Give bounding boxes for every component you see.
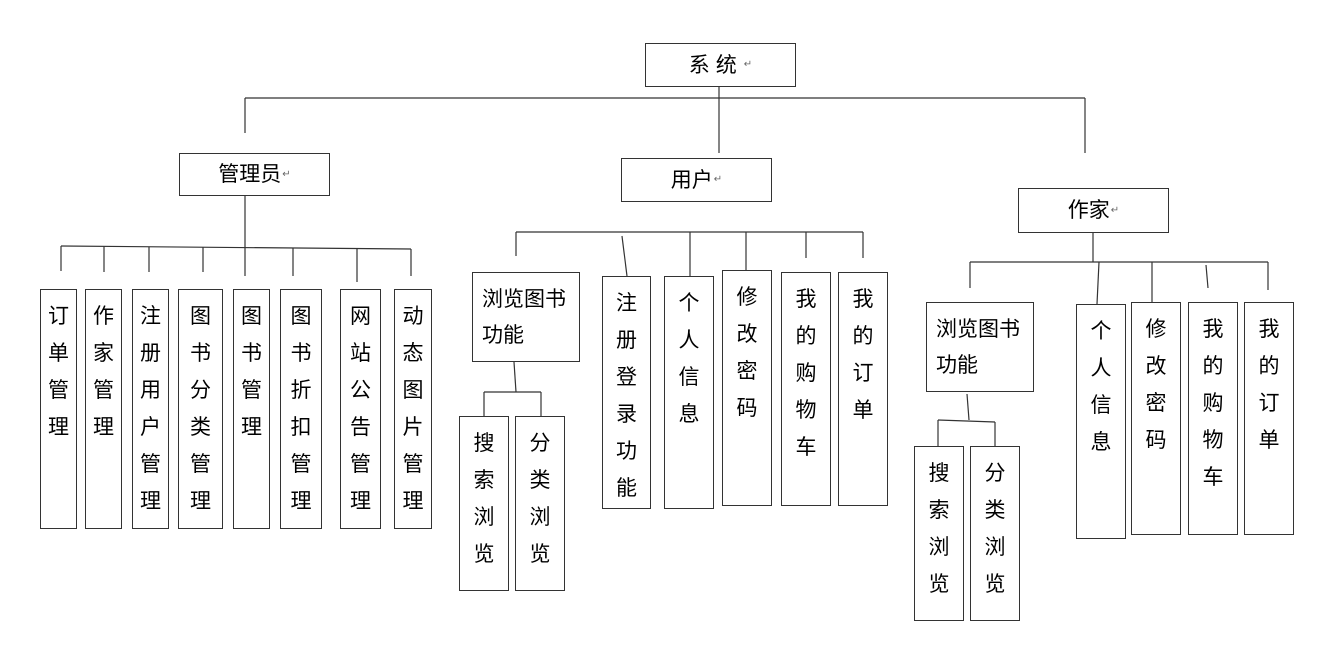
vertical-label: 网站公告管理	[350, 304, 371, 513]
user-item-register-login: 注册登录功能	[602, 276, 651, 509]
author-item-shopping-cart: 我的购物车	[1188, 302, 1238, 535]
user-item-my-orders: 我的订单	[838, 272, 888, 506]
author-browse-label: 浏览图书功能	[936, 317, 1020, 377]
vertical-label: 注册用户管理	[140, 304, 161, 513]
user-browse-node: 浏览图书功能	[472, 272, 580, 362]
vertical-label: 作家管理	[93, 304, 114, 439]
admin-label: 管理员	[218, 162, 282, 186]
author-item-profile: 个人信息	[1076, 304, 1126, 539]
vertical-label: 我的购物车	[1202, 317, 1224, 489]
vertical-label: 动态图片管理	[402, 304, 424, 513]
admin-item-author-management: 作家管理	[85, 289, 122, 529]
admin-item-user-management: 注册用户管理	[132, 289, 169, 529]
user-item-change-password: 修改密码	[722, 270, 772, 506]
vertical-label: 我的购物车	[795, 287, 817, 459]
admin-item-book-management: 图书管理	[233, 289, 270, 529]
admin-node: 管理员↵	[179, 153, 330, 196]
vertical-label: 搜索浏览	[928, 461, 950, 596]
vertical-label: 分类浏览	[529, 431, 551, 566]
vertical-label: 修改密码	[736, 285, 758, 420]
author-node: 作家↵	[1018, 188, 1169, 233]
admin-item-order-management: 订单管理	[40, 289, 77, 529]
root-node: 系统↵	[645, 43, 796, 87]
author-item-change-password: 修改密码	[1131, 302, 1181, 535]
vertical-label: 个人信息	[1090, 319, 1112, 454]
vertical-label: 搜索浏览	[473, 431, 495, 566]
vertical-label: 个人信息	[678, 291, 700, 426]
author-search-browse: 搜索浏览	[914, 446, 964, 621]
vertical-label: 我的订单	[1258, 317, 1280, 452]
vertical-label: 注册登录功能	[616, 291, 637, 500]
user-item-shopping-cart: 我的购物车	[781, 272, 831, 506]
user-label: 用户	[670, 167, 713, 192]
user-item-profile: 个人信息	[664, 276, 714, 509]
user-search-browse: 搜索浏览	[459, 416, 509, 591]
vertical-label: 图书分类管理	[190, 304, 211, 513]
author-item-my-orders: 我的订单	[1244, 302, 1294, 535]
author-category-browse: 分类浏览	[970, 446, 1020, 621]
author-label: 作家	[1067, 198, 1110, 222]
vertical-label: 我的订单	[852, 287, 874, 422]
vertical-label: 订单管理	[48, 304, 69, 439]
admin-item-category-management: 图书分类管理	[178, 289, 223, 529]
user-browse-label: 浏览图书功能	[482, 287, 566, 347]
vertical-label: 分类浏览	[984, 461, 1006, 596]
user-category-browse: 分类浏览	[515, 416, 565, 591]
author-browse-node: 浏览图书功能	[926, 302, 1034, 392]
root-label: 系统	[688, 52, 743, 77]
vertical-label: 图书管理	[241, 304, 262, 439]
vertical-label: 修改密码	[1145, 317, 1167, 452]
vertical-label: 图书折扣管理	[290, 304, 312, 513]
admin-item-discount-management: 图书折扣管理	[280, 289, 322, 529]
admin-item-image-management: 动态图片管理	[394, 289, 432, 529]
admin-item-announcement-management: 网站公告管理	[340, 289, 381, 529]
user-node: 用户↵	[621, 158, 772, 202]
